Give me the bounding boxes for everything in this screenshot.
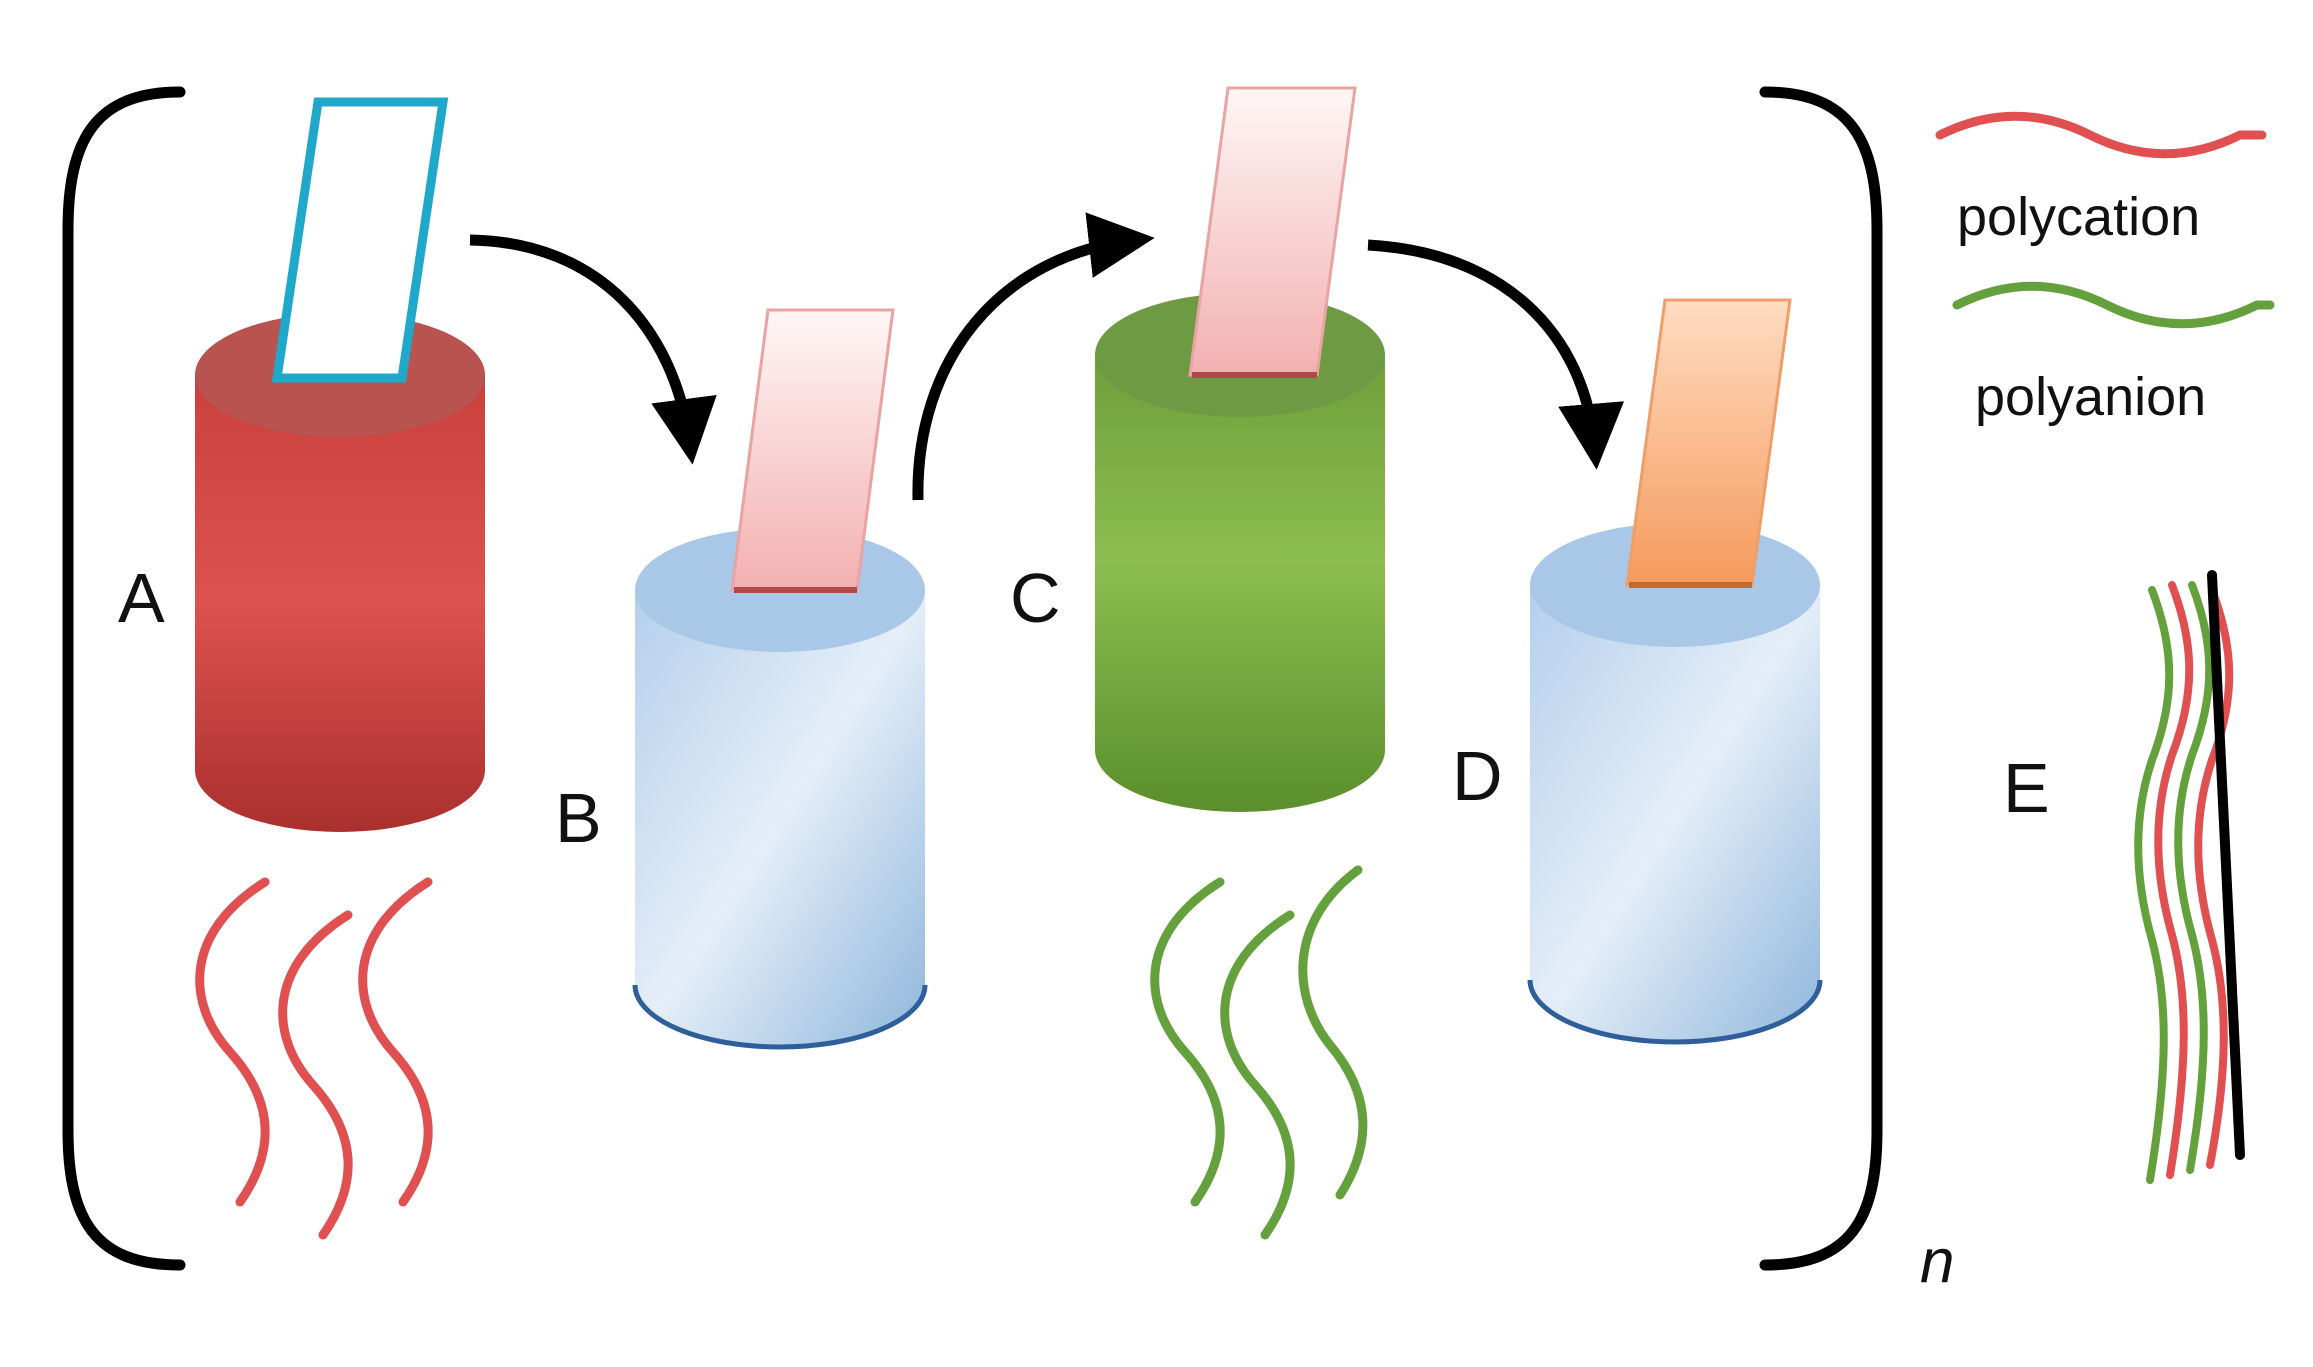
label-d: D xyxy=(1452,737,1503,815)
substrate-line-e xyxy=(2207,570,2245,1160)
label-a: A xyxy=(118,559,165,637)
label-b: B xyxy=(555,779,602,857)
polyanion-chains xyxy=(1150,865,1368,1240)
repeat-count-n: n xyxy=(1920,1227,1954,1296)
left-bracket xyxy=(62,86,186,1271)
multilayer-stack-e xyxy=(2134,581,2234,1184)
legend-polyanion-swatch xyxy=(1952,281,2275,329)
legend-polycation-label: polycation xyxy=(1957,187,2200,247)
beaker-d-rinse xyxy=(1527,523,1823,1045)
polycation-chains xyxy=(195,877,433,1240)
arrow-a-to-b xyxy=(469,234,717,465)
legend-polyanion-label: polyanion xyxy=(1975,367,2206,427)
legend-polycation-swatch xyxy=(1935,111,2267,159)
beaker-a-polycation xyxy=(195,313,485,832)
bare-substrate-slide xyxy=(271,97,449,383)
arrow-c-to-d xyxy=(1367,239,1625,470)
arrow-b-to-c xyxy=(912,212,1155,501)
label-c: C xyxy=(1010,559,1061,637)
beaker-b-rinse xyxy=(632,528,928,1050)
right-bracket xyxy=(1759,86,1883,1271)
label-e: E xyxy=(2003,749,2050,827)
